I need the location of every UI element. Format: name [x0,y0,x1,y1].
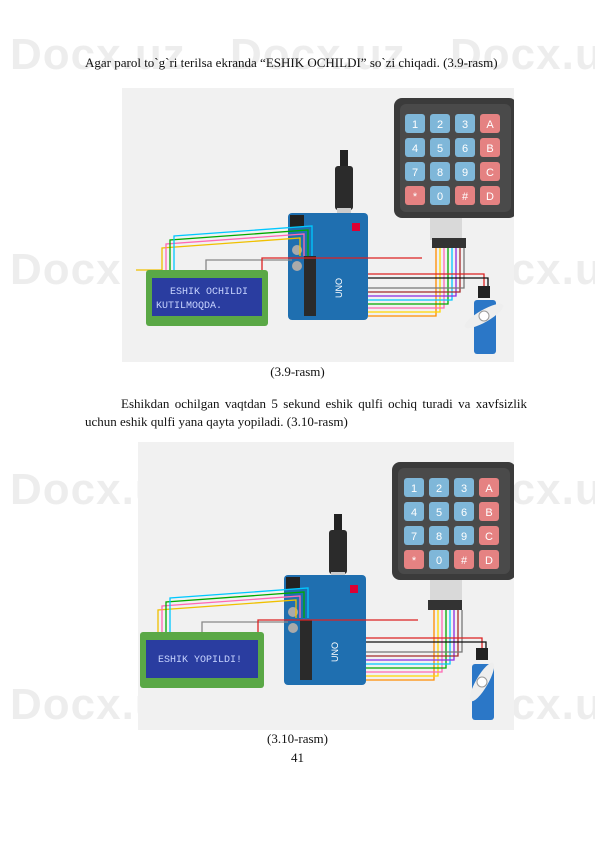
keypad-key [430,162,450,181]
keypad-key [429,502,449,521]
keypad-key-label: # [461,555,468,567]
figure-caption: (3.10-rasm) [266,731,328,746]
keypad-key-label: 5 [437,143,443,155]
keypad-key-label: 1 [411,483,417,495]
keypad-key-label: 7 [411,531,417,543]
keypad-key [479,526,499,545]
keypad-key [404,526,424,545]
keypad-key [405,114,425,133]
keypad-key-label: A [485,483,493,495]
keypad-key-label: 1 [412,119,418,131]
keypad-key-label: 2 [436,483,442,495]
keypad-key [480,186,500,205]
keypad-key [404,478,424,497]
lcd-display: ESHIK OCHILDI KUTILMOQDA. [146,270,268,326]
keypad-key [479,550,499,569]
keypad-key-label: 2 [437,119,443,131]
figure-circuit-closed: 1 2 3 A 4 5 6 B 7 8 9 C * 0 # D UNO [138,442,514,730]
keypad-key [480,138,500,157]
figure-caption: (3.9-rasm) [270,364,325,379]
lcd-display: ESHIK YOPILDI! [140,632,264,688]
keypad-key [405,138,425,157]
figure-circuit-open: 1 2 3 A 4 5 6 B 7 8 9 C * 0 # D UNO [122,88,514,362]
keypad-key [405,162,425,181]
servo-motor [469,648,495,720]
keypad-key-label: 4 [412,143,418,155]
keypad-key [404,502,424,521]
keypad-key [404,550,424,569]
circuit-diagram: 1 2 3 A 4 5 6 B 7 8 9 C * 0 # D UNO [140,462,514,720]
keypad-key [454,550,474,569]
page-number: 41 [291,750,304,765]
keypad-key [480,114,500,133]
keypad-key [429,550,449,569]
keypad-key-label: * [412,555,417,567]
keypad-key-label: 5 [436,507,442,519]
svg-text:UNO: UNO [334,278,344,298]
keypad-key-label: 3 [461,483,467,495]
lcd-line1: ESHIK YOPILDI! [158,655,242,666]
keypad-key [479,502,499,521]
keypad-key-label: C [485,531,493,543]
circuit-diagram: 1 2 3 A 4 5 6 B 7 8 9 C * 0 # D UNO [136,98,514,354]
keypad-key-label: 9 [461,531,467,543]
servo-motor [464,286,504,354]
keypad-key-label: 0 [437,191,443,203]
arduino-board: UNO [284,575,366,685]
keypad-key-label: 9 [462,167,468,179]
keypad-key [480,162,500,181]
keypad: 1 2 3 A 4 5 6 B 7 8 9 C * 0 # D [392,462,514,610]
keypad-key-label: 3 [462,119,468,131]
wires [136,225,489,317]
keypad-key [430,138,450,157]
keypad-key-label: 8 [436,531,442,543]
keypad-key-label: * [413,191,418,203]
body-paragraph: Eshikdan ochilgan vaqtdan 5 sekund eshik… [85,396,527,429]
keypad-key [454,502,474,521]
keypad-key [429,478,449,497]
keypad-key-label: 4 [411,507,417,519]
keypad-key-label: # [462,191,469,203]
arduino-board: UNO [288,213,368,320]
keypad-key [430,114,450,133]
keypad-key-label: B [485,507,492,519]
keypad-key-label: 6 [462,143,468,155]
keypad-key [454,478,474,497]
lcd-line2: KUTILMOQDA. [156,301,222,312]
lcd-line1: ESHIK OCHILDI [170,287,248,298]
keypad-key-label: A [486,119,494,131]
keypad-key [455,186,475,205]
keypad-key-label: 0 [436,555,442,567]
keypad-key [405,186,425,205]
keypad-key-label: B [486,143,493,155]
keypad-key-label: C [486,167,494,179]
keypad-key-label: D [485,555,493,567]
keypad-key [430,186,450,205]
wires [157,587,487,681]
svg-text:UNO: UNO [330,642,340,662]
keypad-key-label: D [486,191,494,203]
keypad-key-label: 7 [412,167,418,179]
keypad-key-label: 8 [437,167,443,179]
keypad-key [454,526,474,545]
keypad-key-label: 6 [461,507,467,519]
keypad-key [479,478,499,497]
keypad-key [429,526,449,545]
intro-paragraph: Agar parol to`g`ri terilsa ekranda “ESHI… [85,55,498,70]
keypad-key [455,138,475,157]
keypad-key [455,162,475,181]
keypad: 1 2 3 A 4 5 6 B 7 8 9 C * 0 # D [394,98,514,248]
keypad-key [455,114,475,133]
